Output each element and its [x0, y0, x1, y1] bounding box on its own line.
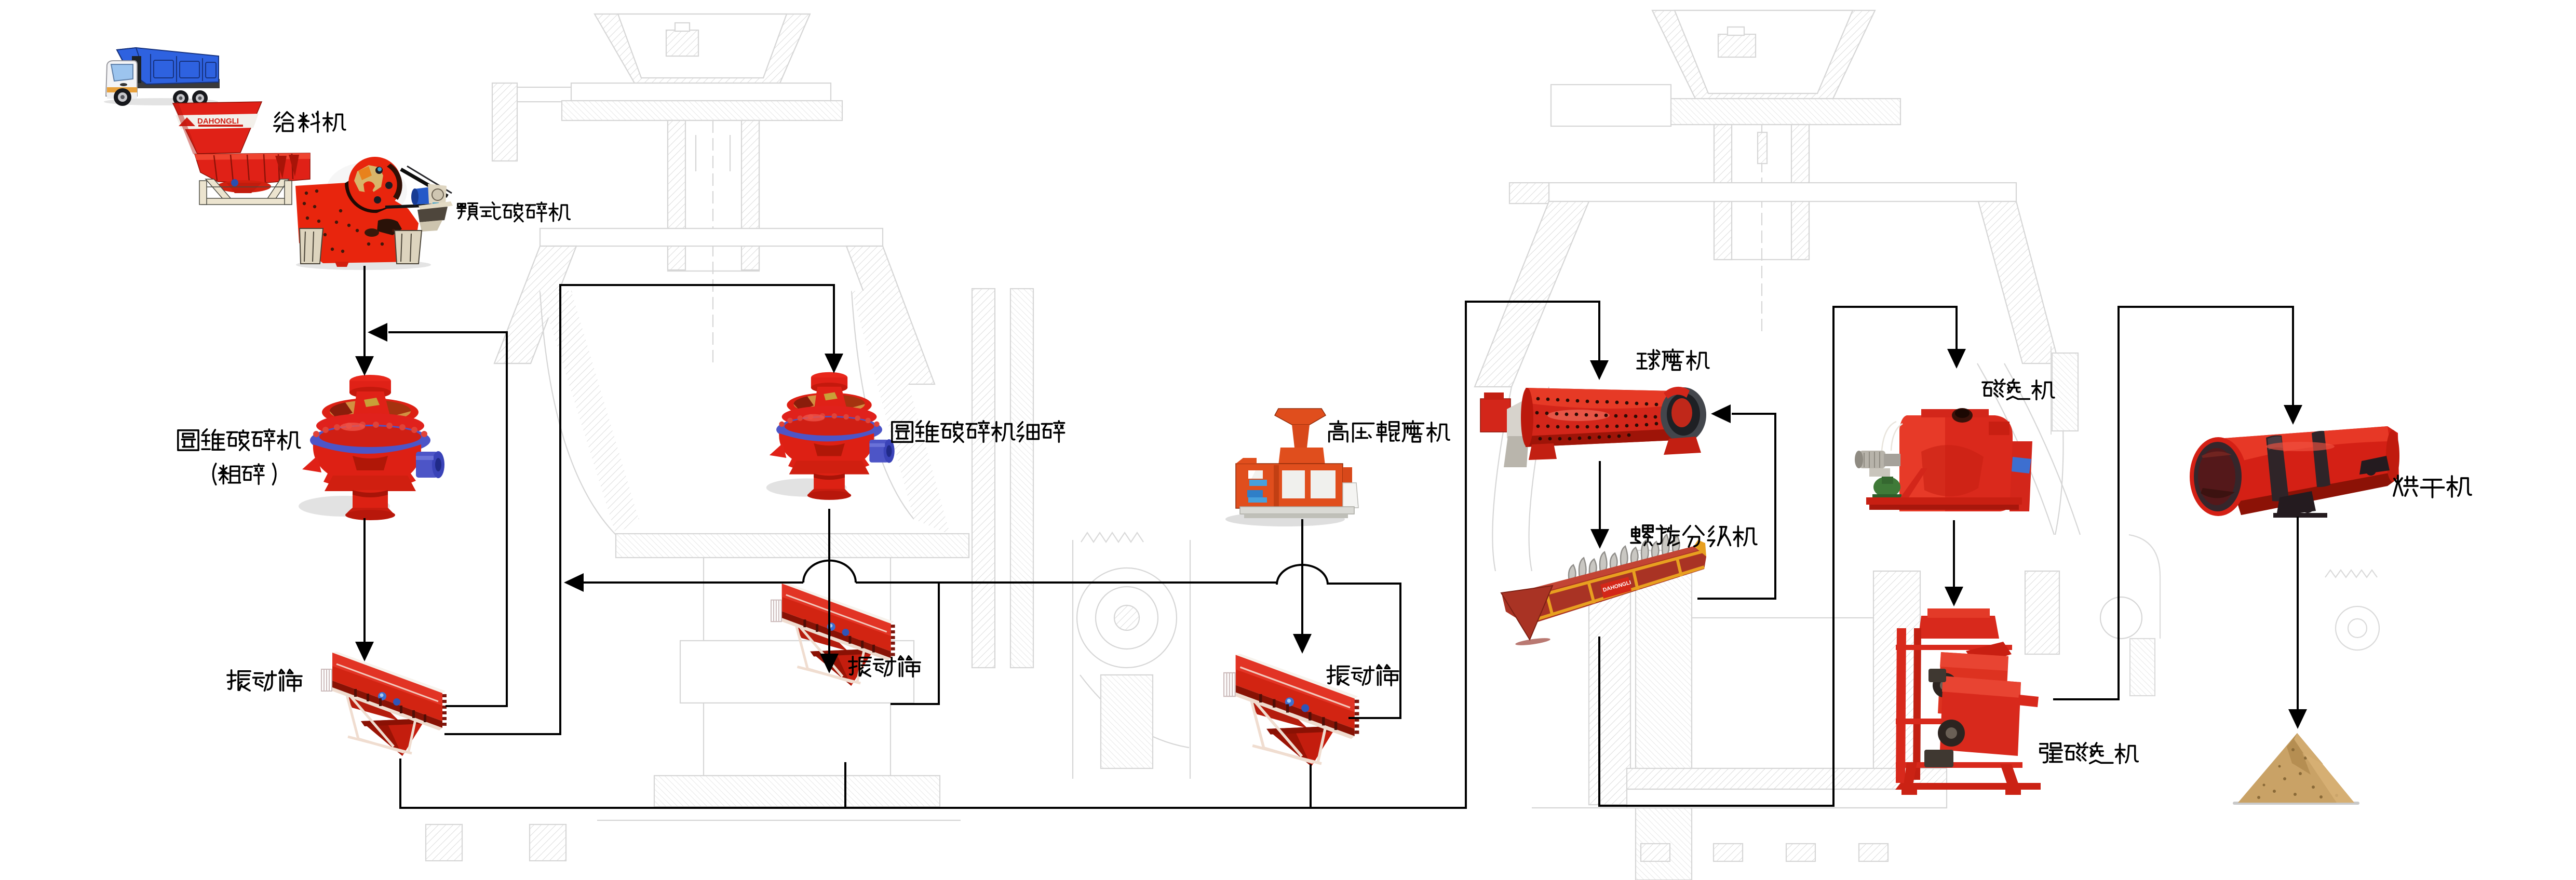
- svg-text:DAHONGLI: DAHONGLI: [197, 117, 239, 126]
